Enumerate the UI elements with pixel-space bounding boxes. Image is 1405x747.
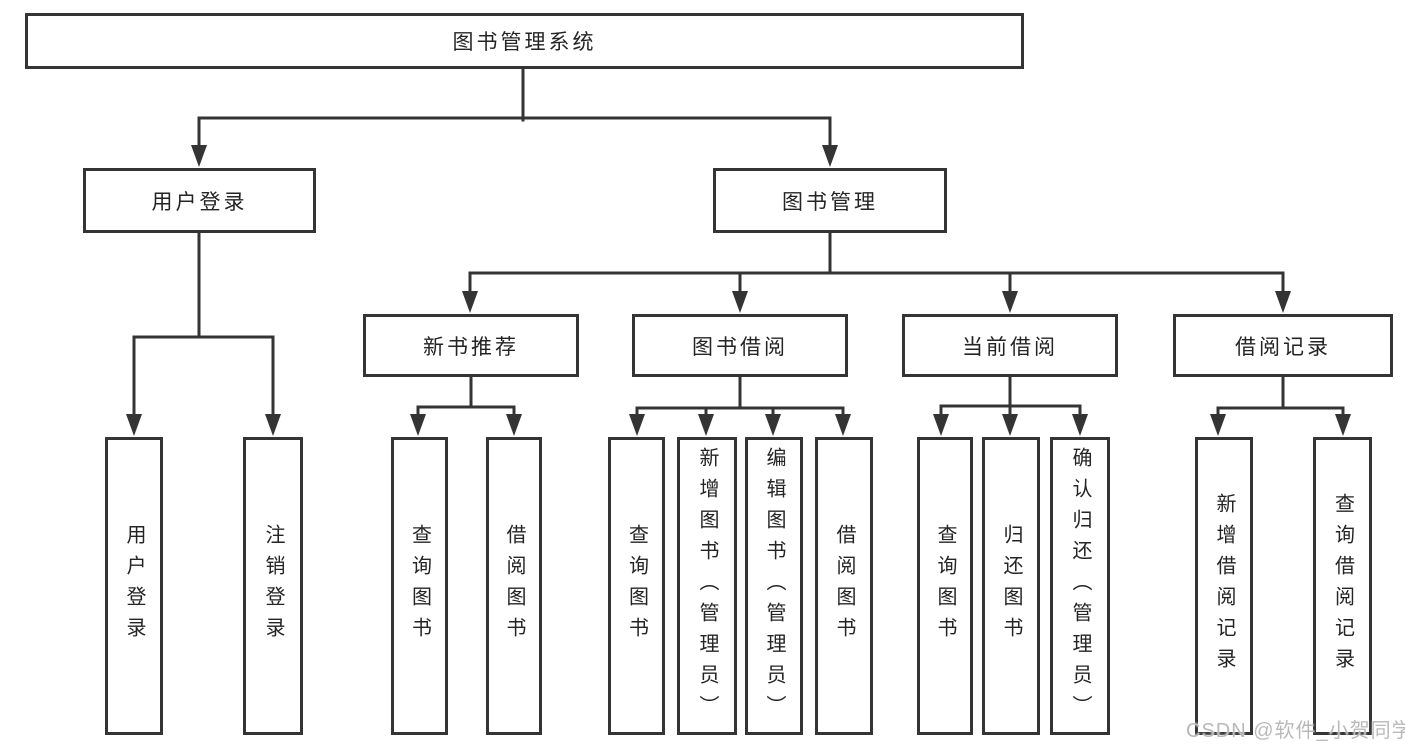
arrow-down-icon <box>126 414 142 436</box>
node-book-borrow-label: 图书借阅 <box>692 335 788 359</box>
connector-book-borrow-to-leaves <box>635 375 845 420</box>
leaf-user-login-label: 用户登录 <box>123 524 145 648</box>
arrow-down-icon <box>933 414 949 436</box>
arrow-down-icon <box>462 291 478 313</box>
leaf-query-borrow-record: 查询借阅记录 <box>1313 437 1372 735</box>
connector-user-login-to-leaves <box>132 231 275 420</box>
node-user-login-label: 用户登录 <box>151 190 248 214</box>
leaf-borrow-books: 借阅图书 <box>815 437 873 735</box>
arrow-down-icon <box>835 414 851 436</box>
node-root-label: 图书管理系统 <box>452 31 597 54</box>
leaf-borrow-books-recommend: 借阅图书 <box>486 437 542 735</box>
leaf-query-books-borrow: 查询图书 <box>608 437 665 735</box>
leaf-add-book-admin: 新增图书（管理员） <box>677 437 737 735</box>
leaf-query-books-recommend-label: 查询图书 <box>408 524 431 648</box>
leaf-user-login: 用户登录 <box>105 437 163 735</box>
arrow-down-icon <box>1210 414 1226 436</box>
leaf-confirm-return-admin-label: 确认归还（管理员） <box>1069 446 1091 726</box>
leaf-borrow-books-recommend-label: 借阅图书 <box>503 524 525 648</box>
node-current-borrow-label: 当前借阅 <box>962 335 1058 359</box>
node-book-borrow: 图书借阅 <box>632 314 848 377</box>
arrow-down-icon <box>191 145 207 167</box>
leaf-borrow-books-label: 借阅图书 <box>833 524 855 648</box>
leaf-logout-label: 注销登录 <box>262 524 284 648</box>
leaf-query-books-borrow-label: 查询图书 <box>625 524 648 648</box>
node-borrow-record: 借阅记录 <box>1173 314 1393 377</box>
node-current-borrow: 当前借阅 <box>902 314 1118 377</box>
connector-root-to-level2 <box>197 67 832 150</box>
arrow-down-icon <box>1072 414 1088 436</box>
node-new-book-recommend-label: 新书推荐 <box>423 335 519 359</box>
node-user-login: 用户登录 <box>83 168 316 233</box>
arrow-down-icon <box>265 414 281 436</box>
connector-new-book-to-leaves <box>416 375 516 420</box>
arrowheads <box>126 145 1351 436</box>
arrow-down-icon <box>822 145 838 167</box>
arrow-down-icon <box>1275 291 1291 313</box>
connector-current-borrow-to-leaves <box>939 375 1082 420</box>
arrow-down-icon <box>410 414 426 436</box>
connector-borrow-record-to-leaves <box>1216 375 1345 420</box>
arrow-down-icon <box>629 414 645 436</box>
arrow-down-icon <box>698 414 714 436</box>
watermark: CSDN @软件_小贺同学 <box>1186 720 1405 742</box>
leaf-add-borrow-record: 新增借阅记录 <box>1195 437 1253 735</box>
leaf-edit-book-admin-label: 编辑图书（管理员） <box>763 446 785 726</box>
connector-paths <box>132 67 1345 420</box>
arrow-down-icon <box>1002 291 1018 313</box>
leaf-add-book-admin-label: 新增图书（管理员） <box>696 446 718 726</box>
node-new-book-recommend: 新书推荐 <box>363 314 579 377</box>
leaf-add-borrow-record-label: 新增借阅记录 <box>1213 493 1235 679</box>
node-book-management-label: 图书管理 <box>782 190 878 214</box>
arrow-down-icon <box>1335 414 1351 436</box>
leaf-query-books-current: 查询图书 <box>917 437 973 735</box>
node-root-library-system: 图书管理系统 <box>25 13 1024 69</box>
leaf-query-books-current-label: 查询图书 <box>934 524 956 648</box>
node-borrow-record-label: 借阅记录 <box>1235 335 1331 359</box>
leaf-confirm-return-admin: 确认归还（管理员） <box>1050 437 1110 735</box>
arrow-down-icon <box>765 414 781 436</box>
leaf-edit-book-admin: 编辑图书（管理员） <box>745 437 803 735</box>
leaf-logout: 注销登录 <box>243 437 303 735</box>
arrow-down-icon <box>732 291 748 313</box>
leaf-query-borrow-record-label: 查询借阅记录 <box>1331 493 1354 679</box>
leaf-return-book: 归还图书 <box>982 437 1040 735</box>
arrow-down-icon <box>506 414 522 436</box>
arrow-down-icon <box>1002 414 1018 436</box>
connector-book-mgmt-to-level3 <box>468 231 1285 297</box>
leaf-query-books-recommend: 查询图书 <box>391 437 448 735</box>
leaf-return-book-label: 归还图书 <box>1000 524 1022 648</box>
node-book-management: 图书管理 <box>713 168 947 233</box>
